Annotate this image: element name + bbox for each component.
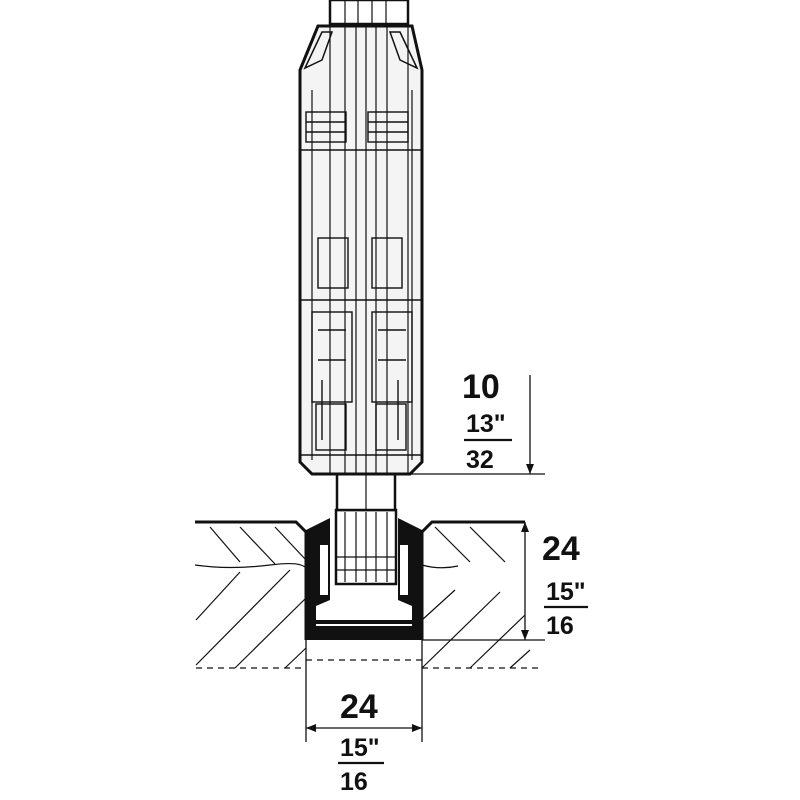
hatch-right-lower: [421, 589, 531, 669]
dimension-gap: 10 13" 32: [410, 368, 545, 475]
upper-bracket: [300, 111, 422, 151]
width-inch-numerator: 15": [340, 734, 380, 762]
hatch-right-upper: [434, 526, 506, 563]
hatch-left-upper: [209, 526, 307, 565]
layer-line-right: [421, 564, 459, 569]
gap-inch-numerator: 13": [466, 410, 506, 438]
floor-right-edge: [420, 520, 525, 640]
track-profile: [306, 518, 422, 640]
gap-mm: 10: [462, 368, 500, 406]
layer-line-left: [194, 562, 307, 569]
door-hinge-body: [298, 0, 424, 476]
depth-inch-denominator: 16: [546, 612, 574, 640]
gap-inch-denominator: 32: [466, 446, 494, 474]
floor-left-edge: [195, 520, 308, 640]
width-mm: 24: [340, 688, 378, 726]
u-channel-track: [306, 518, 422, 640]
width-inch-denominator: 16: [340, 768, 368, 796]
track-slot-left: [320, 545, 328, 595]
track-slot-right: [400, 545, 408, 595]
hatch-left-lower: [195, 569, 307, 669]
guide-pin: [334, 471, 398, 586]
top-stem: [328, 0, 410, 26]
shoulder-right: [388, 31, 419, 70]
depth-mm: 24: [542, 530, 580, 568]
shoulder-left: [303, 31, 334, 70]
depth-inch-numerator: 15": [546, 578, 586, 606]
dimension-track-width: 24 15" 16: [305, 640, 423, 796]
middle-mechanism: [300, 237, 422, 456]
dimension-track-depth: 24 15" 16: [422, 522, 588, 641]
